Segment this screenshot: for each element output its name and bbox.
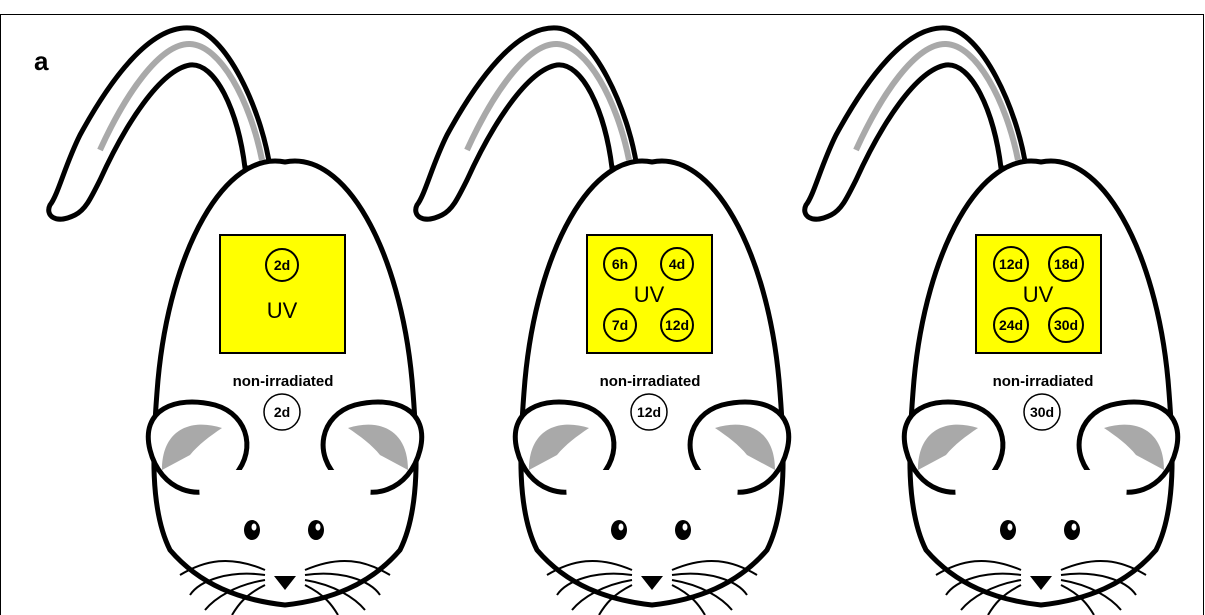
- uv-label: UV: [634, 282, 665, 307]
- uv-label: UV: [267, 298, 298, 323]
- eye-right-icon: [675, 520, 691, 540]
- uv-timepoint-label: 2d: [274, 257, 290, 273]
- eye-left-icon: [1000, 520, 1016, 540]
- uv-timepoint-label: 7d: [612, 317, 628, 333]
- uv-patch: [220, 235, 345, 353]
- uv-timepoint-label: 18d: [1054, 256, 1078, 272]
- mouse-3: 12d 18d UV 24d 30d non-irradiated 30d: [805, 28, 1178, 615]
- control-label: non-irradiated: [993, 373, 1094, 390]
- control-timepoint-label: 30d: [1030, 404, 1054, 420]
- mouse-2: 6h 4d UV 7d 12d non-irradiated 12d: [416, 28, 789, 615]
- uv-timepoint-label: 30d: [1054, 317, 1078, 333]
- uv-timepoint-label: 12d: [665, 317, 689, 333]
- uv-timepoint-label: 6h: [612, 256, 628, 272]
- control-timepoint-label: 2d: [274, 404, 290, 420]
- uv-timepoint-label: 24d: [999, 317, 1023, 333]
- uv-label: UV: [1023, 282, 1054, 307]
- eye-left-icon: [611, 520, 627, 540]
- uv-timepoint-label: 12d: [999, 256, 1023, 272]
- mouse-1: 2d UV non-irradiated 2d: [49, 28, 422, 615]
- control-label: non-irradiated: [233, 373, 334, 390]
- eye-right-icon: [1064, 520, 1080, 540]
- control-timepoint-label: 12d: [637, 404, 661, 420]
- eye-right-icon: [308, 520, 324, 540]
- control-label: non-irradiated: [600, 373, 701, 390]
- panel-letter: a: [34, 46, 49, 76]
- uv-timepoint-label: 4d: [669, 256, 685, 272]
- eye-left-icon: [244, 520, 260, 540]
